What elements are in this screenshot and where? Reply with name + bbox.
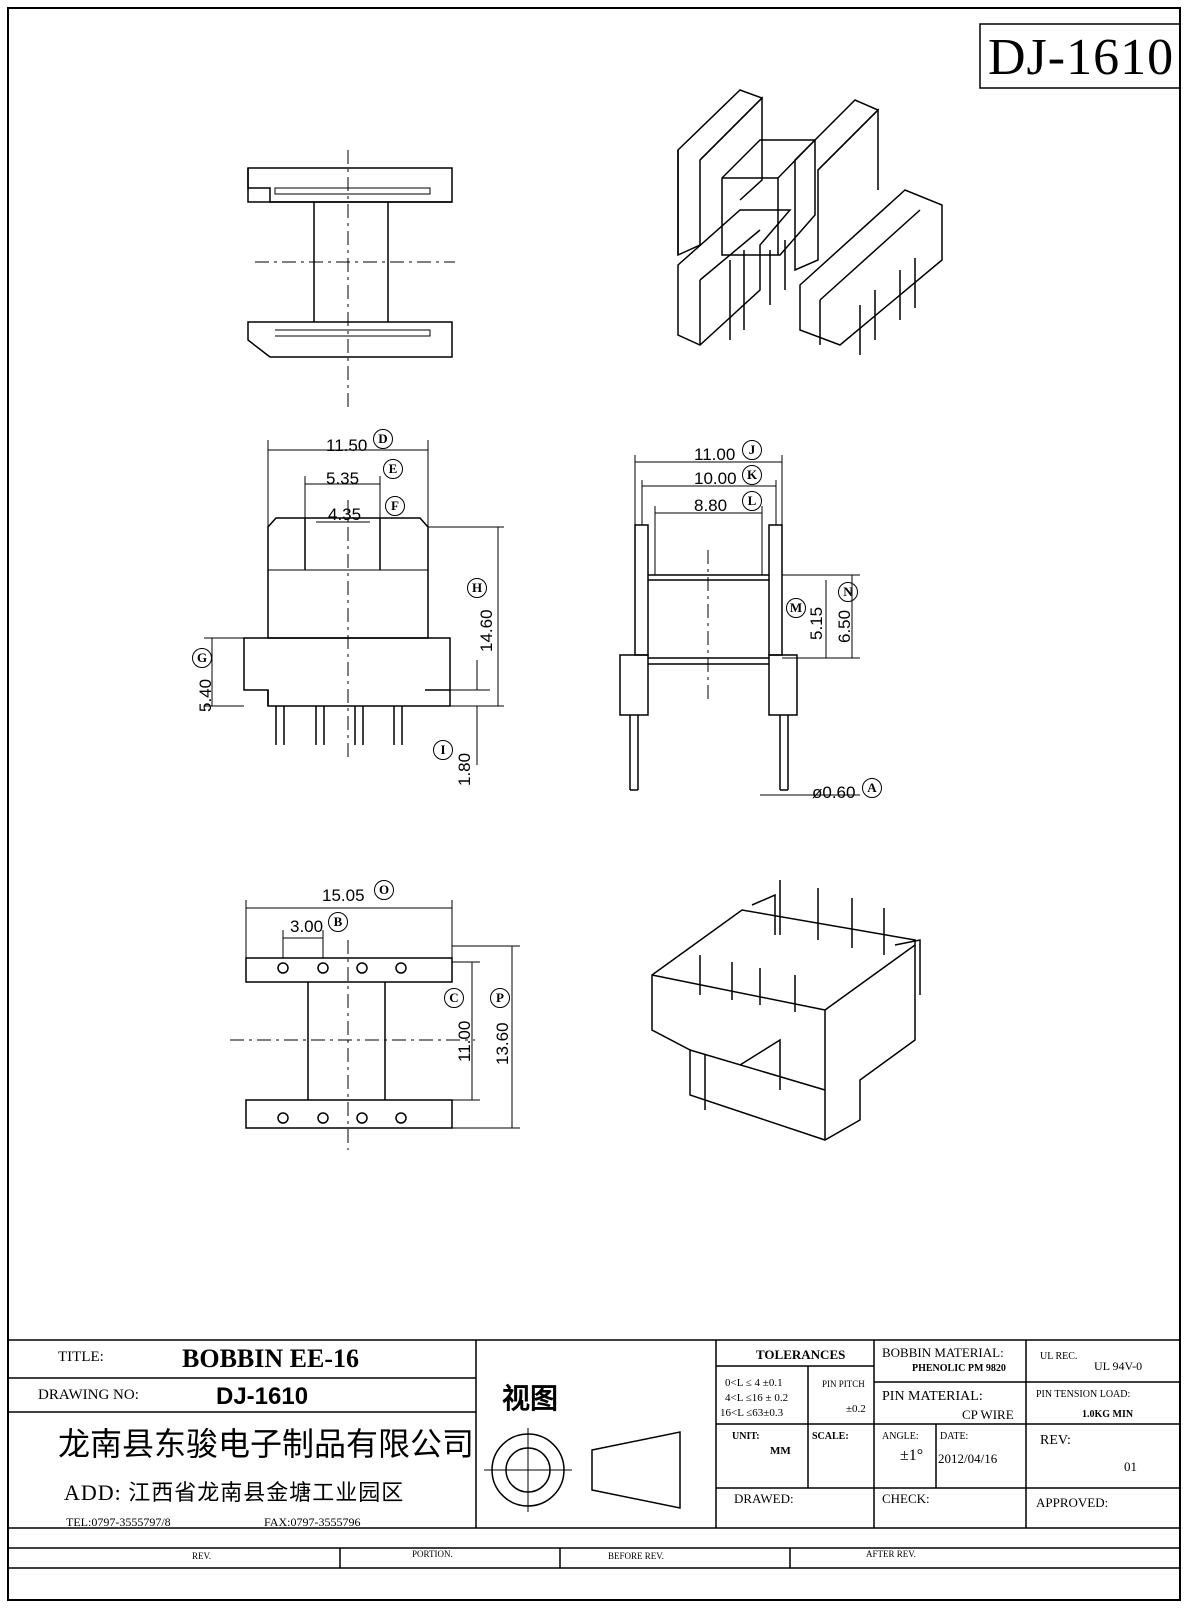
check-label: CHECK:: [882, 1491, 930, 1506]
title-value: BOBBIN EE-16: [182, 1344, 359, 1373]
dim-i-label: I: [433, 740, 453, 760]
dim-l-value: 8.80: [694, 496, 728, 515]
dim-c-label: C: [444, 988, 464, 1008]
ul-rec-label: UL REC.: [1040, 1351, 1078, 1362]
unit-value: MM: [770, 1445, 791, 1457]
angle-value: ±1°: [900, 1447, 924, 1464]
dim-j-value: 11.00: [694, 445, 736, 464]
company-tel: TEL:0797-3555797/8: [66, 1515, 171, 1529]
tolerance-line-1: 0<L ≤ 4 ±0.1: [725, 1377, 783, 1389]
dim-b-label: B: [328, 912, 348, 932]
dim-h-value: 14.60: [477, 609, 496, 652]
front-view: [204, 440, 504, 765]
pin-tension-label: PIN TENSION LOAD:: [1036, 1389, 1131, 1400]
sheet-border: [7, 7, 1181, 1601]
dim-c-value: 11.00: [455, 1020, 474, 1062]
iso-view-top: [677, 89, 943, 355]
dim-g-value: 5.40: [196, 678, 215, 712]
header-code-box: [979, 23, 1181, 89]
drawing-code-header: DJ-1610: [988, 29, 1175, 86]
scale-label: SCALE:: [812, 1431, 849, 1442]
pin-pitch-value: ±0.2: [846, 1403, 866, 1415]
dim-d-label: D: [373, 429, 393, 449]
dim-j-label: J: [742, 440, 762, 460]
view-label: 视图: [502, 1383, 559, 1414]
dim-e-value: 5.35: [326, 469, 360, 488]
tolerance-line-3: 16<L ≤63±0.3: [720, 1407, 784, 1419]
dim-f-value: 4.35: [328, 505, 362, 524]
portion-column-header: PORTION.: [412, 1549, 453, 1559]
dim-k-value: 10.00: [694, 469, 737, 488]
approved-label: APPROVED:: [1036, 1495, 1109, 1510]
drawing-no-value: DJ-1610: [216, 1383, 309, 1410]
company-address: ADD: 江西省龙南县金塘工业园区: [64, 1480, 405, 1505]
dim-d-value: 11.50: [326, 436, 368, 455]
dim-f-label: F: [385, 496, 405, 516]
dim-a-label: A: [862, 778, 882, 798]
bottom-plan-view: [230, 900, 520, 1150]
dim-b-value: 3.00: [290, 917, 324, 936]
after-rev-column-header: AFTER REV.: [866, 1549, 916, 1559]
drawed-label: DRAWED:: [734, 1491, 794, 1506]
dim-h-label: H: [467, 578, 487, 598]
pin-pitch-label: PIN PITCH: [822, 1379, 865, 1389]
bobbin-material-value: PHENOLIC PM 9820: [912, 1363, 1006, 1374]
bobbin-material-label: BOBBIN MATERIAL:: [882, 1345, 1004, 1360]
dim-m-label: M: [786, 598, 806, 618]
dim-e-label: E: [383, 459, 403, 479]
rev-label: REV:: [1040, 1433, 1071, 1448]
title-block-grid: [8, 1339, 1180, 1569]
dim-a-value: ø0.60: [812, 783, 856, 802]
ul-rec-value: UL 94V-0: [1094, 1359, 1143, 1373]
side-view: [619, 455, 860, 796]
company-name: 龙南县东骏电子制品有限公司: [58, 1426, 475, 1462]
rev-column-header: REV.: [192, 1551, 212, 1561]
pin-tension-value: 1.0KG MIN: [1082, 1409, 1134, 1420]
dim-p-label: P: [490, 988, 510, 1008]
dim-l-label: L: [742, 491, 762, 511]
dim-p-value: 13.60: [493, 1022, 512, 1065]
projection-symbol: [484, 1428, 681, 1512]
pin-material-value: CP WIRE: [962, 1407, 1014, 1422]
dim-o-label: O: [374, 880, 394, 900]
dim-k-label: K: [742, 465, 762, 485]
unit-label: UNIT:: [732, 1431, 760, 1442]
dim-o-value: 15.05: [322, 886, 365, 905]
pin-material-label: PIN MATERIAL:: [882, 1389, 983, 1404]
dim-g-label: G: [192, 648, 212, 668]
date-label: DATE:: [940, 1431, 969, 1442]
company-fax: FAX:0797-3555796: [264, 1515, 361, 1529]
angle-label: ANGLE:: [882, 1431, 919, 1442]
rev-value: 01: [1124, 1459, 1137, 1474]
drawing-no-label: DRAWING NO:: [38, 1387, 139, 1403]
iso-view-bottom: [651, 880, 921, 1141]
tolerance-line-2: 4<L ≤16 ± 0.2: [725, 1392, 789, 1404]
title-label: TITLE:: [58, 1349, 104, 1365]
date-value: 2012/04/16: [938, 1451, 998, 1466]
before-rev-column-header: BEFORE REV.: [608, 1551, 664, 1561]
tolerances-label: TOLERANCES: [756, 1347, 846, 1362]
dim-i-value: 1.80: [455, 752, 474, 786]
dim-n-label: N: [838, 582, 858, 602]
top-profile-view: [247, 150, 455, 410]
dim-n-value: 6.50: [835, 609, 854, 643]
dim-m-value: 5.15: [807, 606, 826, 640]
